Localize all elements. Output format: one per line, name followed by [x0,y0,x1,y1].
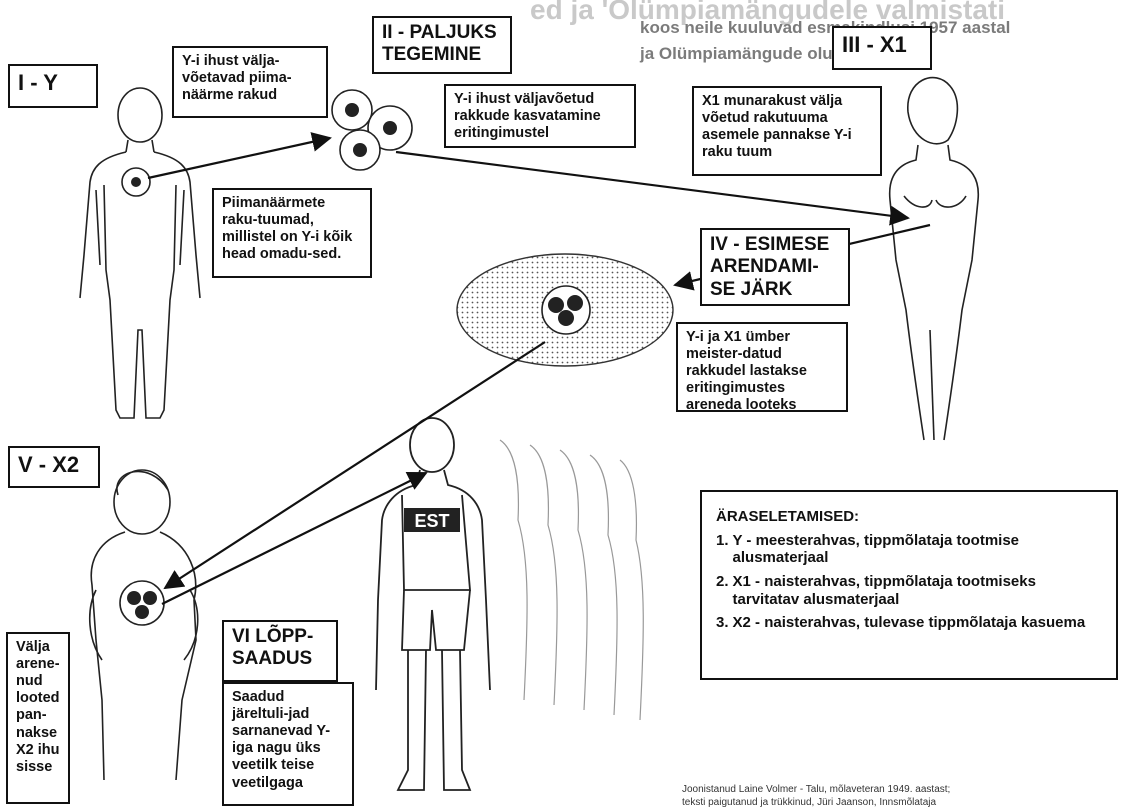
stage-3-title: III - X1 [832,26,932,70]
caption-embryo-growth: Y-i ja X1 ümber meister-datud rakkudel l… [676,322,848,412]
legend-item: 2. X1 - naisterahvas, tippmõlataja tootm… [716,573,1102,608]
clone-silhouettes [500,440,643,720]
caption-nucleus-transfer: X1 munarakust välja võetud rakutuuma ase… [692,86,882,176]
legend-text: Y - meesterahvas, tippmõlataja tootmise … [733,532,1102,567]
stage-1-title: I - Y [8,64,98,108]
legend-number: 2. [716,573,729,608]
background-headline: koos neile kuuluvad esmakindlusi 1957 aa… [640,18,1010,38]
stage-5-title: V - X2 [8,446,100,488]
legend-text: X1 - naisterahvas, tippmõlataja tootmise… [733,573,1102,608]
drawing-credit: Joonistanud Laine Volmer - Talu, mõlavet… [682,784,1122,809]
legend-title: ÄRASELETAMISED: [716,508,1102,526]
cell-cluster [332,90,412,170]
caption-implantation: Välja arene-nud looted pan-nakse X2 ihu … [6,632,70,804]
embryo-cells [542,286,590,334]
athlete-figure [376,418,490,790]
caption-mammary-cells: Y-i ihust välja-võetavad piima-näärme ra… [172,46,328,118]
legend-box: ÄRASELETAMISED: 1. Y - meesterahvas, tip… [700,490,1118,680]
legend-number: 1. [716,532,729,567]
stage-6-title: VI LÕPP-SAADUS [222,620,338,682]
male-figure-y [80,88,200,418]
legend-item: 3. X2 - naisterahvas, tulevase tippmõlat… [716,614,1102,632]
stage-2-title: II - PALJUKS TEGEMINE [372,16,512,74]
womb-embryo [120,581,164,625]
legend-number: 3. [716,614,729,632]
stage-4-title: IV - ESIMESE ARENDAMI-SE JÄRK [700,228,850,306]
credit-line: Joonistanud Laine Volmer - Talu, mõlavet… [682,784,1122,797]
caption-cell-cultivation: Y-i ihust väljavõetud rakkude kasvatamin… [444,84,636,148]
cell-nucleus [131,177,141,187]
legend-item: 1. Y - meesterahvas, tippmõlataja tootmi… [716,532,1102,567]
legend-text: X2 - naisterahvas, tulevase tippmõlataja… [733,614,1086,632]
caption-cell-nuclei: Piimanäärmete raku-tuumad, millistel on … [212,188,372,278]
caption-offspring: Saadud järeltuli-jad sarnanevad Y-iga na… [222,682,354,806]
female-figure-x1 [890,78,979,440]
shirt-text: EST [414,511,449,531]
credit-line: teksti paigutanud ja trükkinud, Jüri Jaa… [682,797,1122,810]
